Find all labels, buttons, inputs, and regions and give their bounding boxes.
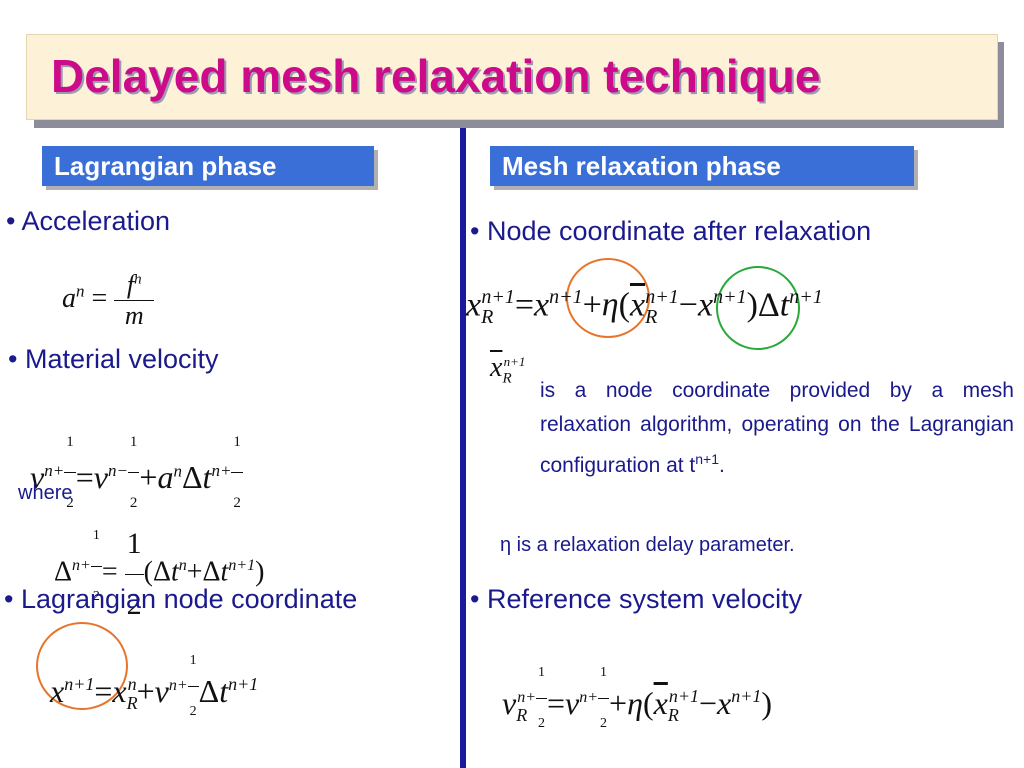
lagrangian-phase-label: Lagrangian phase: [42, 146, 374, 186]
where-label: where: [18, 482, 73, 504]
description-x-bar: is a node coordinate provided by a mesh …: [540, 379, 1014, 477]
bullet-node-after-relaxation: • Node coordinate after relaxation: [470, 216, 872, 246]
column-divider: [460, 128, 466, 768]
equation-node-relaxation: xRn+1=xn+1+η(xRn+1−xn+1)Δtn+1: [466, 286, 823, 329]
eta-description: η is a relaxation delay parameter.: [500, 534, 795, 556]
bullet-acceleration: • Acceleration: [6, 206, 171, 236]
highlight-circle-x-bar: [716, 266, 800, 350]
highlight-circle-x-relaxed: [566, 258, 650, 338]
highlight-circle-x-lagrangian: [36, 622, 128, 710]
mesh-relaxation-phase-label: Mesh relaxation phase: [490, 146, 914, 186]
symbol-x-bar-r: xRn+1: [490, 352, 526, 387]
title-box: Delayed mesh relaxation technique: [26, 34, 998, 120]
bullet-lagrangian-node-coordinate: • Lagrangian node coordinate: [4, 584, 358, 614]
slide-title: Delayed mesh relaxation technique: [51, 50, 821, 102]
bullet-material-velocity: • Material velocity: [8, 344, 219, 374]
bullet-reference-system-velocity: • Reference system velocity: [470, 584, 803, 614]
